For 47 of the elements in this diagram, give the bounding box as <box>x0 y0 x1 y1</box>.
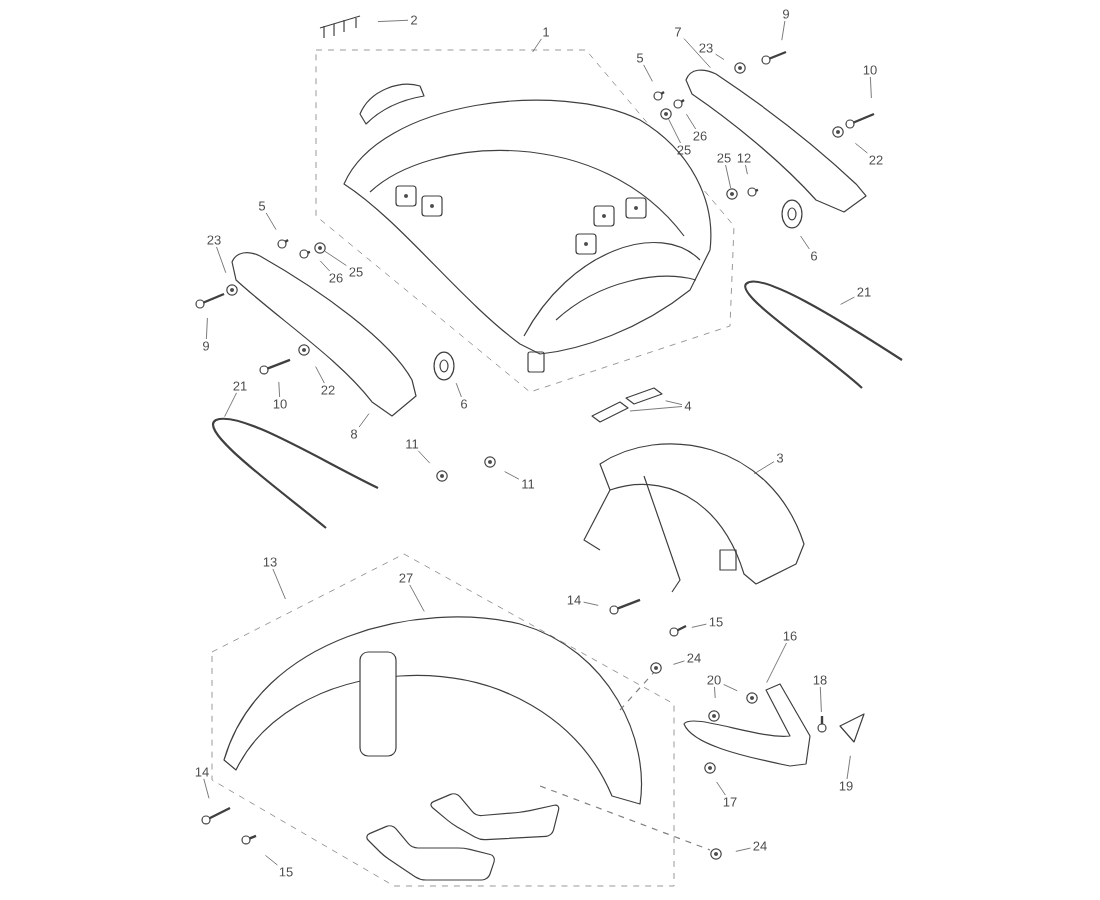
leader-line <box>716 781 726 796</box>
grab-rail-drawing <box>683 683 811 767</box>
leader-line <box>265 855 278 866</box>
leader-line <box>532 38 542 53</box>
leader-line <box>216 246 227 274</box>
leader-line <box>319 260 330 272</box>
leader-line <box>272 568 286 600</box>
leader-line <box>324 250 347 266</box>
leader-line <box>205 317 208 340</box>
leader-line <box>714 686 716 699</box>
leader-line <box>224 392 237 417</box>
leader-line <box>278 381 281 398</box>
leader-line <box>840 296 855 305</box>
leader-line <box>723 684 738 692</box>
leader-line <box>725 164 732 189</box>
leader-line <box>686 113 697 130</box>
leader-line <box>358 413 370 428</box>
leader-line <box>583 601 599 606</box>
washer <box>314 242 326 254</box>
leader-line <box>455 382 462 398</box>
leader-line <box>781 20 786 41</box>
leader-line <box>683 38 711 68</box>
leader-line <box>315 366 325 384</box>
washer <box>726 188 738 200</box>
leader-line <box>377 19 409 22</box>
washer <box>660 108 672 120</box>
leader-line <box>735 847 751 852</box>
leader-line <box>766 642 787 683</box>
leader-line <box>855 143 868 154</box>
leader-line <box>800 235 810 250</box>
leader-line <box>668 118 681 144</box>
leader-line <box>846 755 851 780</box>
leader-line <box>665 400 683 405</box>
leader-line <box>203 778 210 799</box>
leader-line <box>409 584 425 612</box>
leader-line <box>869 76 872 99</box>
leader-line <box>504 471 520 480</box>
leader-line <box>745 164 748 175</box>
leader-line <box>417 450 431 464</box>
leader-line <box>629 406 683 412</box>
leader-line <box>753 461 775 475</box>
leader-line <box>643 64 653 82</box>
leader-line <box>819 686 822 713</box>
leader-line <box>715 53 725 60</box>
leader-line <box>691 623 707 628</box>
leader-line <box>265 212 277 230</box>
leader-line <box>673 660 685 665</box>
